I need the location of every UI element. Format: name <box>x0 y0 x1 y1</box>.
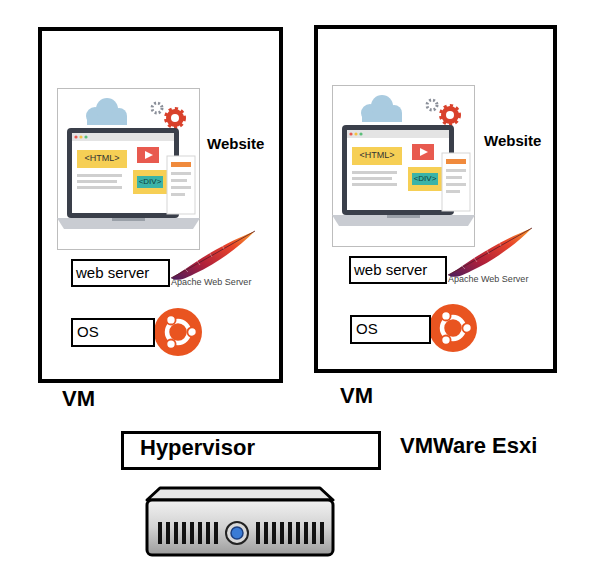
website-illustration <box>332 86 475 247</box>
code-tag: <DIV> <box>137 177 163 186</box>
vm-label: VM <box>340 383 400 408</box>
code-tag: <HTML> <box>78 153 126 163</box>
ubuntu-logo <box>154 308 202 356</box>
code-tag: <DIV> <box>412 174 438 183</box>
website-label: Website <box>484 132 554 149</box>
box-label: OS <box>77 323 147 340</box>
box-label: web server <box>76 264 166 281</box>
website-label: Website <box>207 135 279 152</box>
platform-label: VMWare Esxi <box>400 433 580 458</box>
ubuntu-logo <box>429 304 477 352</box>
web-server-box: web server <box>349 256 447 284</box>
web-server-box: web server <box>71 259 170 287</box>
website-illustration <box>57 89 200 250</box>
os-box: OS <box>350 315 431 344</box>
box-label: OS <box>356 320 426 337</box>
os-box: OS <box>71 318 155 347</box>
vm-box: WebsiteVMweb serverOS <box>38 27 283 383</box>
logo-caption: Apache Web Server <box>171 277 266 287</box>
server-icon <box>147 488 333 555</box>
apache-logo <box>171 231 255 280</box>
vm-box: WebsiteVMweb serverOS <box>314 25 557 373</box>
apache-logo <box>448 228 532 277</box>
vm-label: VM <box>62 386 122 411</box>
code-tag: <HTML> <box>353 150 401 160</box>
box-label: web server <box>354 261 444 278</box>
hypervisor-box: Hypervisor <box>121 431 381 470</box>
logo-caption: Apache Web Server <box>448 274 543 284</box>
hypervisor-label: Hypervisor <box>140 435 370 460</box>
